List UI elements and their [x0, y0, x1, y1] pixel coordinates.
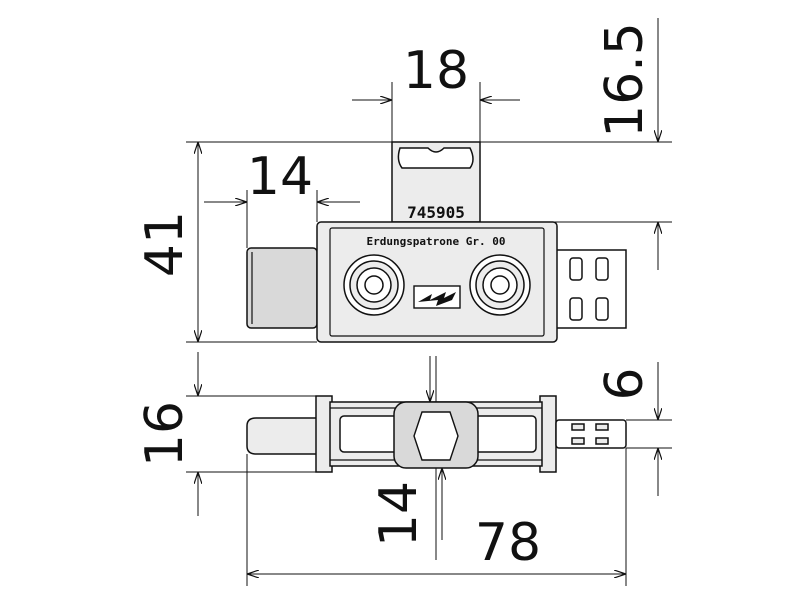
right-pin	[555, 419, 627, 449]
connector-slot	[595, 257, 609, 281]
dimension-lines: 18 16.5 14 41 16 6 1	[135, 18, 672, 586]
article-number-label: 745905	[407, 203, 465, 222]
right-terminal	[469, 254, 531, 316]
connector-slot	[569, 297, 583, 321]
dim-78: 78	[475, 513, 541, 573]
product-name-label: Erdungspatrone Gr. 00	[366, 235, 505, 248]
top-view: 745905 Erdungspatrone Gr. 00	[246, 141, 627, 343]
dim-14-top: 14	[247, 147, 313, 207]
left-shaft	[246, 417, 321, 455]
dim-41: 41	[135, 211, 195, 277]
tab-slot	[397, 147, 474, 169]
left-plug	[246, 247, 318, 329]
connector-slot	[569, 257, 583, 281]
dim-18: 18	[403, 41, 469, 101]
dim-16-5: 16.5	[595, 22, 655, 138]
right-connector	[555, 249, 627, 329]
dim-14-bottom: 14	[369, 481, 429, 547]
side-view	[246, 395, 627, 473]
dim-16: 16	[135, 401, 195, 467]
left-terminal	[343, 254, 405, 316]
dim-6: 6	[595, 367, 655, 400]
connector-slot	[595, 297, 609, 321]
lightning-symbol-icon	[413, 285, 461, 309]
